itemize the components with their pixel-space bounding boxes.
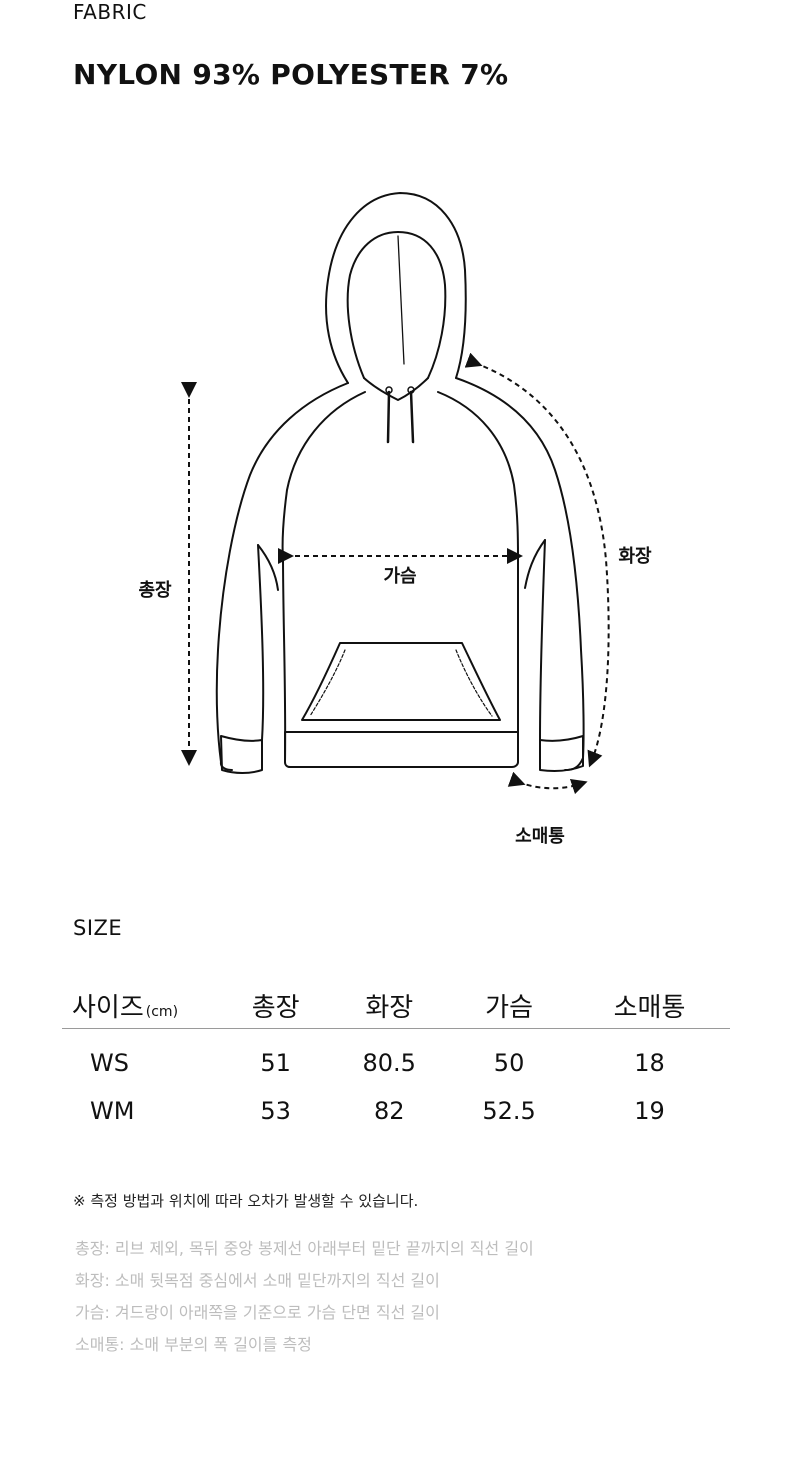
hoodie-size-diagram: 총장 가슴 화장 소매통 xyxy=(138,192,652,847)
size-header-col: 총장 xyxy=(222,982,330,1029)
size-header-first: 사이즈(cm) xyxy=(62,982,222,1029)
size-label: SIZE xyxy=(73,916,123,940)
size-value: 50 xyxy=(493,1049,525,1077)
size-name: WS xyxy=(90,1049,129,1077)
sleeve-length-label: 화장 xyxy=(618,546,652,567)
hood-outline xyxy=(325,192,467,384)
note-line: 총장: 리브 제외, 목뒤 중앙 봉제선 아래부터 밑단 끝까지의 직선 길이 xyxy=(75,1239,534,1258)
table-row: WM 53 82 52.5 19 xyxy=(62,1087,730,1135)
fabric-composition: NYLON 93% POLYESTER 7% xyxy=(73,58,509,91)
size-name: WM xyxy=(90,1097,135,1125)
size-header-col: 소매통 xyxy=(569,982,730,1029)
note-line: 화장: 소매 뒷목점 중심에서 소매 밑단까지의 직선 길이 xyxy=(75,1271,440,1290)
measurement-notice: ※ 측정 방법과 위치에 따라 오차가 발생할 수 있습니다. xyxy=(73,1192,419,1210)
fabric-label: FABRIC xyxy=(73,0,147,24)
measurement-notes: 총장: 리브 제외, 목뒤 중앙 봉제선 아래부터 밑단 끝까지의 직선 길이 … xyxy=(75,1233,534,1361)
note-line: 가슴: 겨드랑이 아래쪽을 기준으로 가슴 단면 직선 길이 xyxy=(75,1303,440,1322)
hood-opening xyxy=(346,231,447,379)
size-value: 18 xyxy=(634,1049,665,1077)
size-value: 51 xyxy=(260,1049,291,1077)
size-table: 사이즈(cm) 총장 화장 가슴 소매통 WS 51 80.5 50 18 WM… xyxy=(62,982,730,1135)
left-cuff xyxy=(220,735,263,774)
size-value: 80.5 xyxy=(362,1049,416,1077)
size-value: 52.5 xyxy=(482,1097,536,1125)
total-length-label: 총장 xyxy=(138,580,172,601)
size-value: 53 xyxy=(260,1097,291,1125)
sleeve-length-arrow xyxy=(464,352,610,768)
sleeve-opening-arrow xyxy=(507,771,588,795)
note-line: 소매통: 소매 부분의 폭 길이를 측정 xyxy=(75,1335,312,1354)
size-header-col: 화장 xyxy=(329,982,450,1029)
right-sleeve xyxy=(455,377,585,771)
sleeve-opening-label: 소매통 xyxy=(515,826,565,847)
table-row: WS 51 80.5 50 18 xyxy=(62,1029,730,1088)
size-header-col: 가슴 xyxy=(449,982,569,1029)
size-table-header: 사이즈(cm) 총장 화장 가슴 소매통 xyxy=(62,982,730,1029)
size-value: 82 xyxy=(373,1097,405,1125)
hem-band xyxy=(284,731,519,768)
chest-label: 가슴 xyxy=(383,566,416,587)
size-value: 19 xyxy=(634,1097,665,1125)
